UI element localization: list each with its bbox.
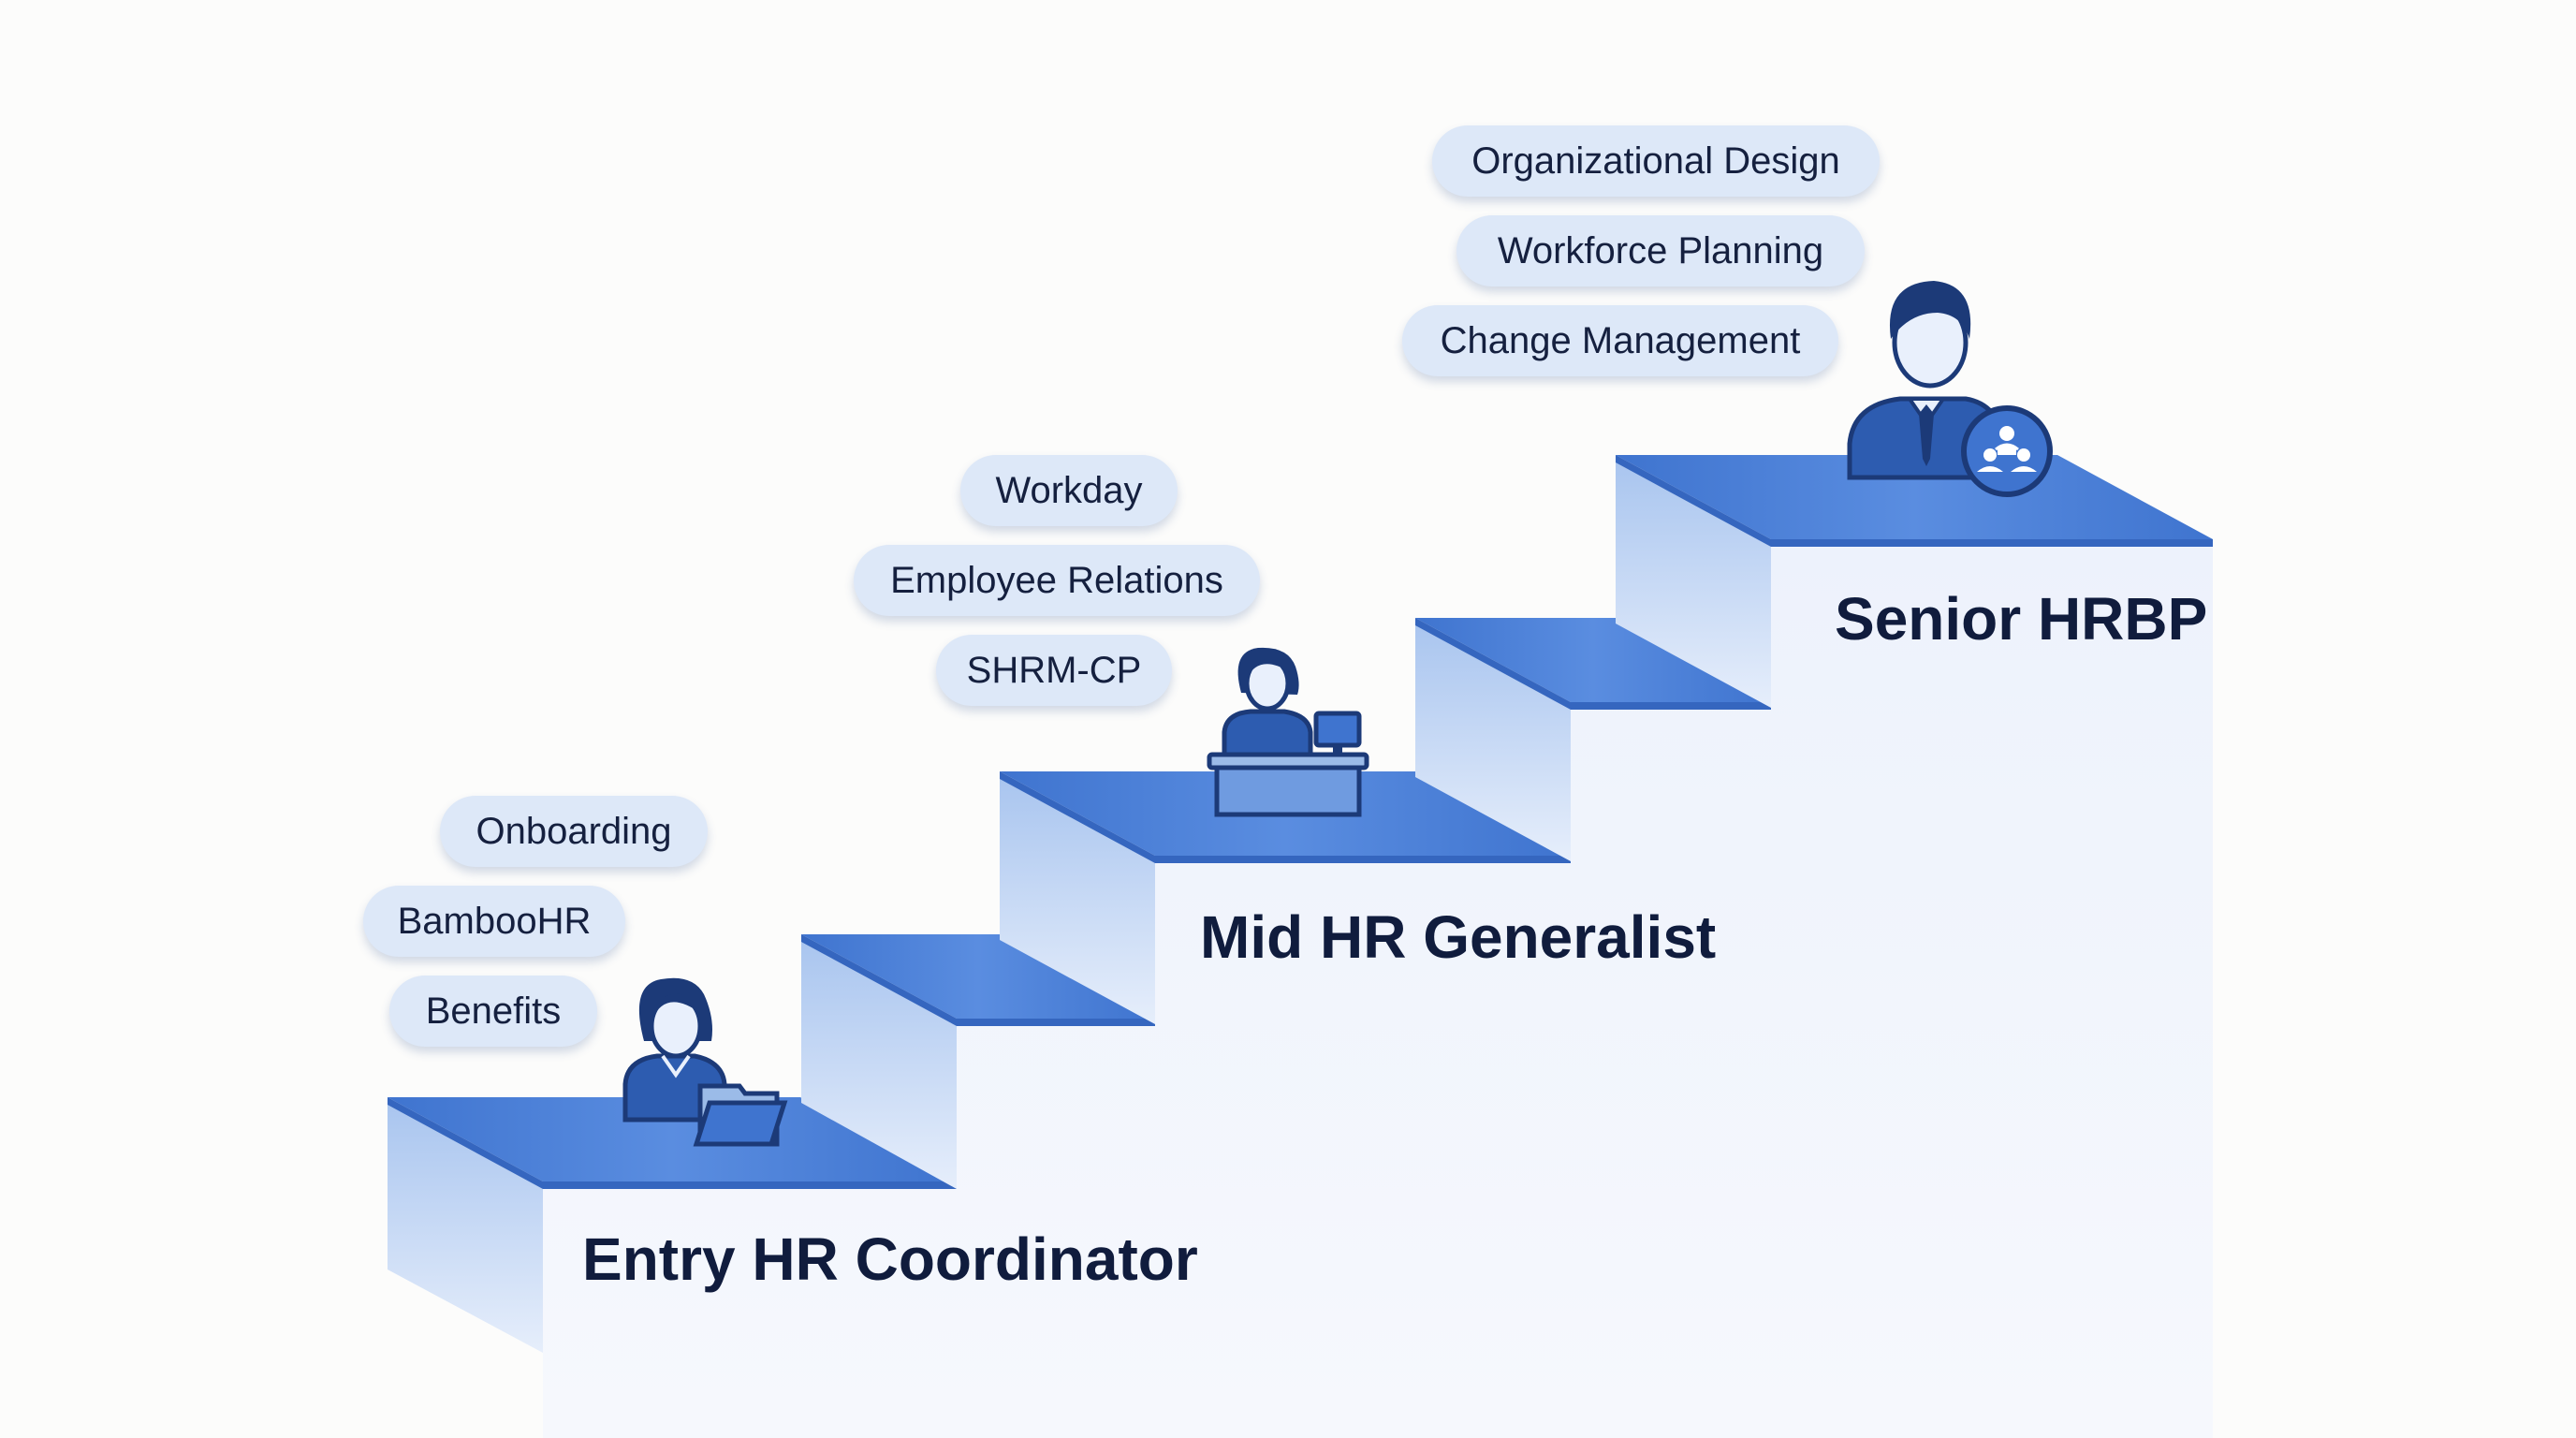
skill-pill-workday: Workday <box>960 455 1178 526</box>
skill-pill-employee-relations: Employee Relations <box>854 545 1260 616</box>
step-3-riser <box>1000 777 1155 1024</box>
skill-pill-shrm-cp: SHRM-CP <box>936 635 1172 706</box>
skill-pill-organizational-design: Organizational Design <box>1432 125 1880 197</box>
skill-pill-benefits: Benefits <box>389 976 597 1047</box>
step-1-tread <box>388 1097 957 1181</box>
level-title-senior: Senior HRBP <box>1835 585 2208 653</box>
step-2-riser <box>801 940 957 1189</box>
hr-generalist-desk-icon <box>1207 647 1369 817</box>
skill-pill-bamboohr: BambooHR <box>363 886 625 957</box>
skill-pill-workforce-planning: Workforce Planning <box>1456 215 1865 286</box>
step-4-tread <box>1415 618 1771 702</box>
hr-coordinator-folder-icon <box>622 977 788 1147</box>
step-5-riser <box>1616 461 1771 708</box>
skill-pill-change-management: Change Management <box>1402 305 1838 376</box>
step-1-riser <box>388 1103 543 1353</box>
step-5-tread <box>1616 455 2213 539</box>
level-title-mid: Mid HR Generalist <box>1200 903 1717 971</box>
step-2-tread <box>801 934 1155 1019</box>
step-4-riser <box>1415 624 1571 861</box>
hrbp-org-chart-icon <box>1847 281 2053 497</box>
level-title-entry: Entry HR Coordinator <box>582 1225 1198 1293</box>
skill-pill-onboarding: Onboarding <box>440 796 708 867</box>
staircase-wall <box>543 545 2213 1438</box>
